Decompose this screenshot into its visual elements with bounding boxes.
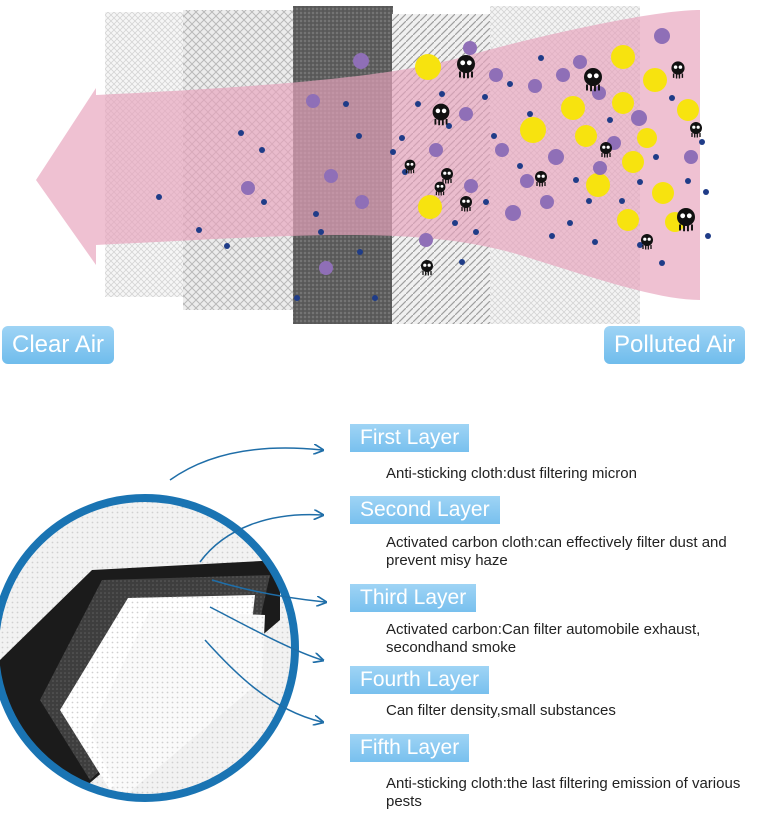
airflow-diagram — [36, 6, 711, 324]
layer-5-description: Anti-sticking cloth:the last filtering e… — [386, 775, 741, 810]
layer-3-title: Third Layer — [350, 584, 477, 612]
magnified-lens — [0, 498, 295, 798]
layer-3-description: Activated carbon:Can filter automobile e… — [386, 621, 701, 656]
lens-ring — [0, 494, 299, 802]
polluted-air-label: Polluted Air — [604, 326, 746, 364]
layer-1-description: Anti-sticking cloth:dust filtering micro… — [386, 465, 637, 482]
layer-4-description: Can filter density,small substances — [386, 702, 616, 719]
layer-2-title: Second Layer — [350, 496, 500, 524]
layer-4-title: Fourth Layer — [350, 666, 490, 694]
particles — [156, 28, 711, 301]
layer-1-title: First Layer — [350, 424, 470, 452]
clear-air-label: Clear Air — [2, 326, 115, 364]
curved-arrow-icon — [169, 448, 325, 722]
layer-2-description: Activated carbon cloth:can effectively f… — [386, 534, 727, 569]
mask-cross-section — [0, 410, 340, 802]
layer-5-title: Fifth Layer — [350, 734, 470, 762]
